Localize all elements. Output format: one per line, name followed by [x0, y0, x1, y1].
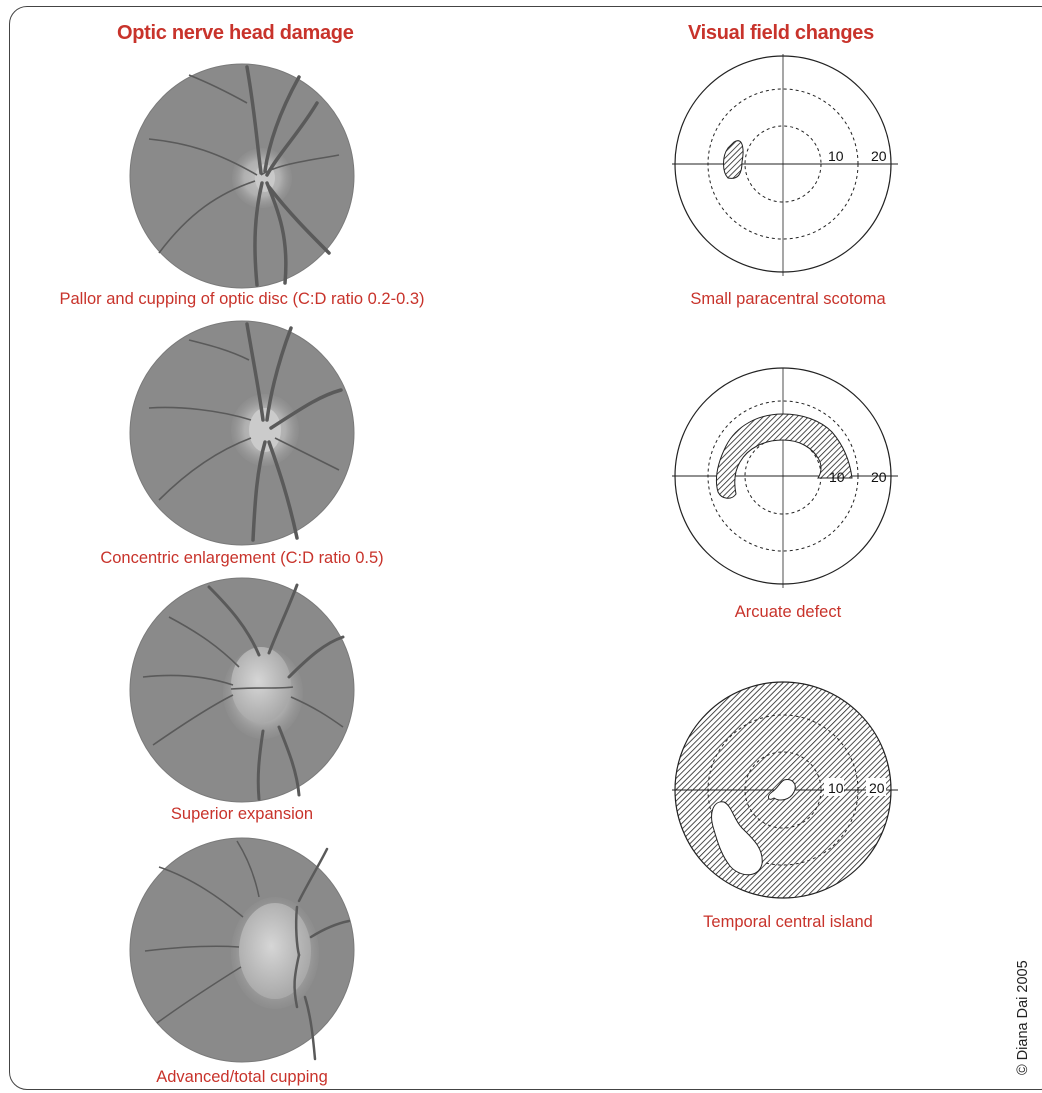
vf3-label-20: 20: [869, 780, 885, 796]
optic-disc-1: [129, 63, 355, 289]
vf2-label-20: 20: [871, 469, 887, 485]
optic-disc-4-caption: Advanced/total cupping: [156, 1068, 328, 1086]
heading-optic-nerve: Optic nerve head damage: [117, 22, 354, 44]
vf3-label-10: 10: [828, 780, 844, 796]
copyright-notice: © Diana Dai 2005: [1015, 960, 1031, 1075]
visual-field-3-caption: Temporal central island: [703, 913, 873, 931]
visual-field-1-caption: Small paracentral scotoma: [690, 290, 886, 308]
optic-disc-1-caption: Pallor and cupping of optic disc (C:D ra…: [59, 290, 425, 308]
vf2-label-10: 10: [829, 469, 845, 485]
visual-field-2: 10 20: [672, 367, 898, 588]
optic-disc-2: [129, 320, 355, 546]
optic-disc-3: [129, 577, 355, 803]
optic-disc-2-caption: Concentric enlargement (C:D ratio 0.5): [100, 549, 384, 567]
vf1-label-20: 20: [871, 148, 887, 164]
heading-visual-field: Visual field changes: [688, 22, 874, 44]
visual-field-2-caption: Arcuate defect: [734, 603, 842, 621]
figure-frame: [9, 6, 1042, 1090]
optic-disc-4: [129, 837, 355, 1063]
visual-field-3: 10 20: [672, 681, 898, 899]
vf1-label-10: 10: [828, 148, 844, 164]
visual-field-1: 10 20: [672, 54, 898, 276]
optic-disc-3-caption: Superior expansion: [170, 805, 314, 823]
